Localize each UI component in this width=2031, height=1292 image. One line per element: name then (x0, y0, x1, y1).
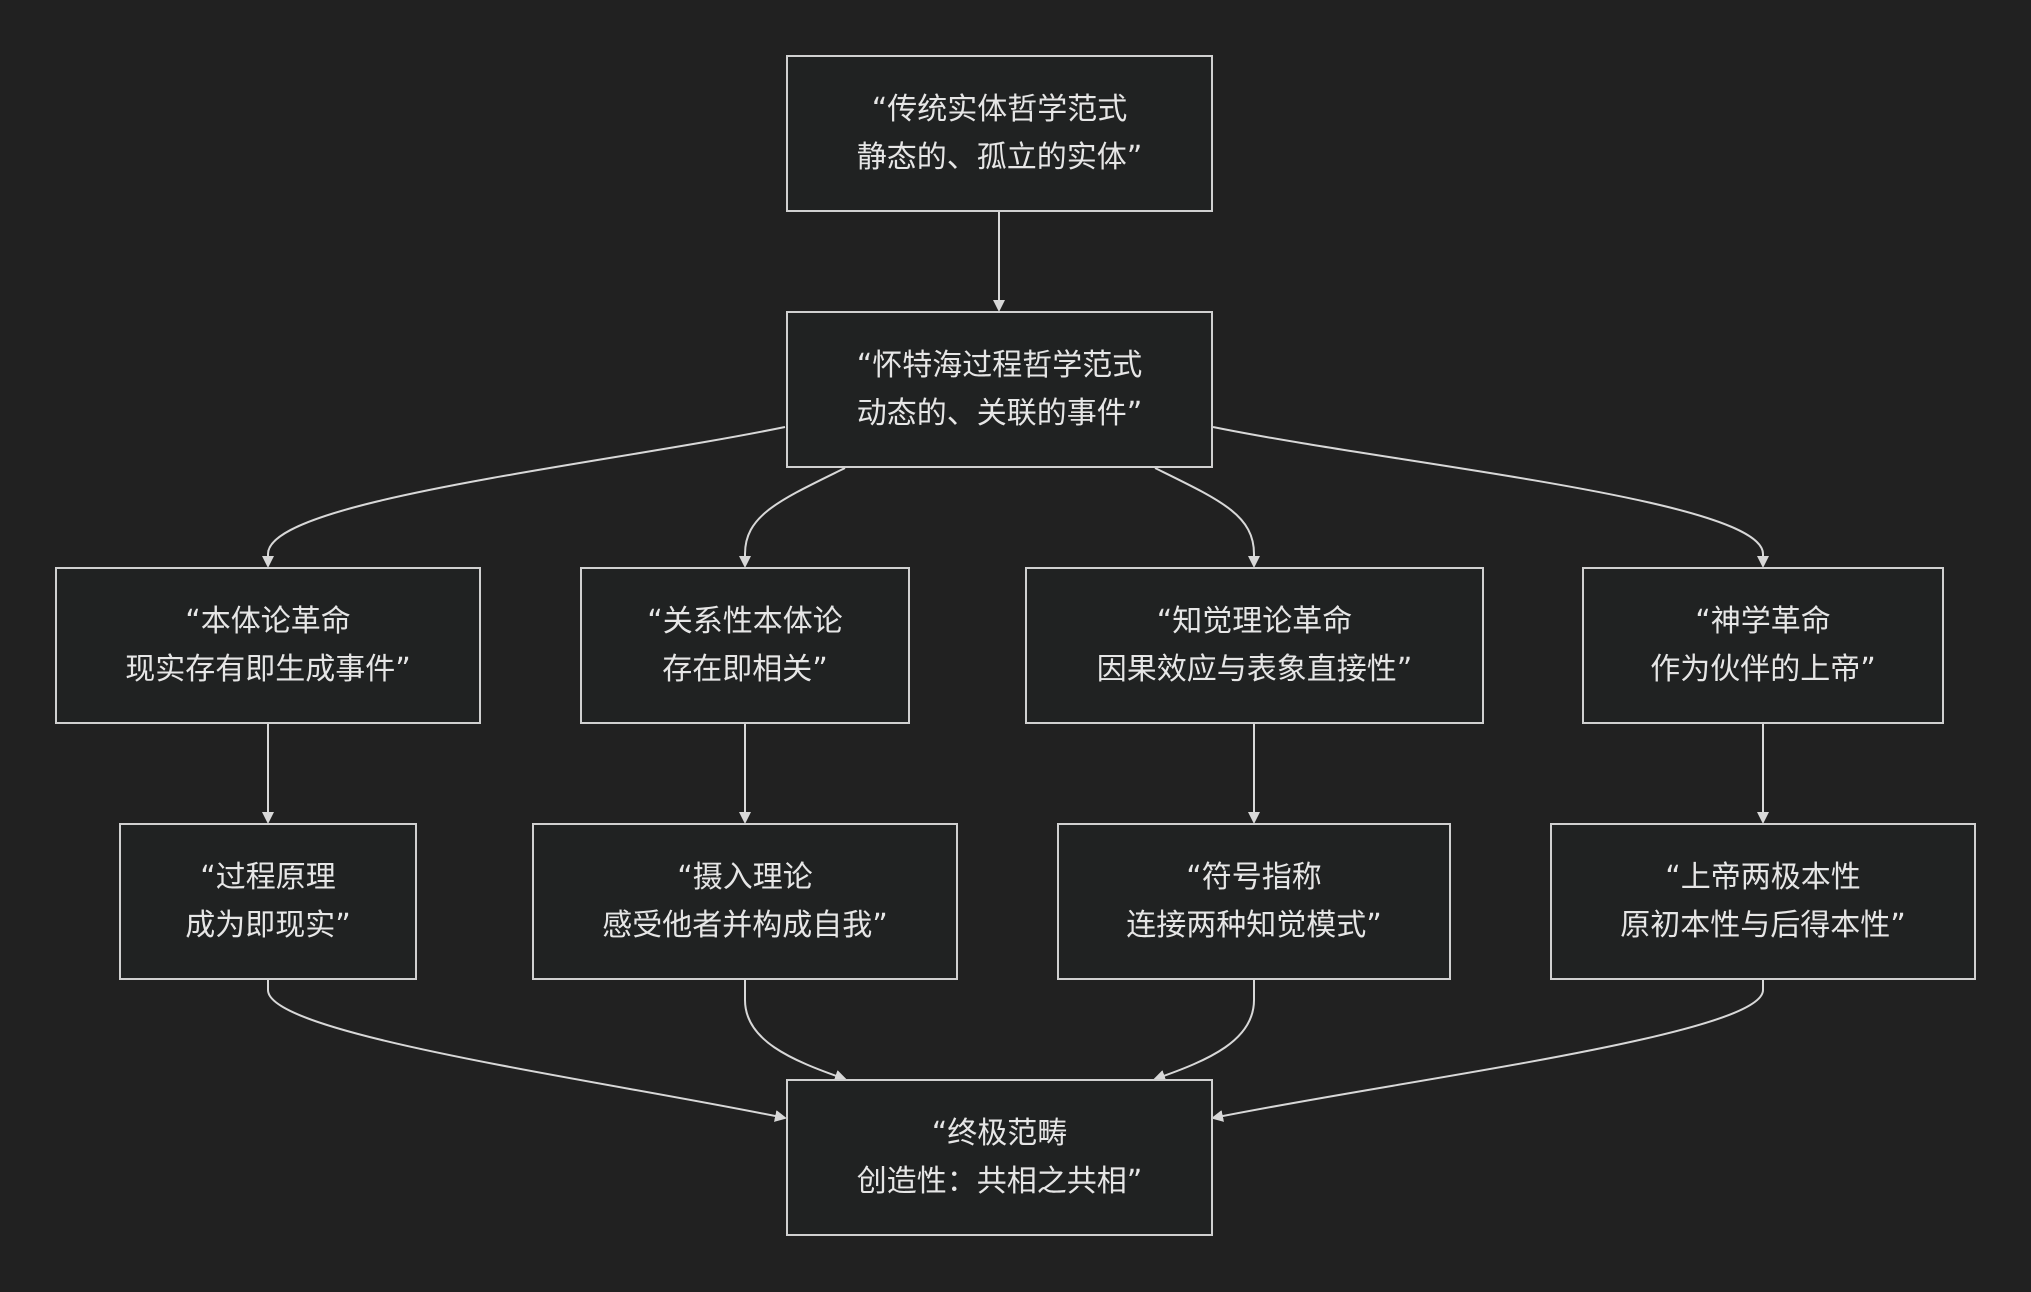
edge-whitehead-to-perception (1154, 467, 1260, 568)
node-ontology-line2: 现实存有即生成事件” (125, 651, 411, 687)
edge-whitehead-to-theology (1212, 426, 1769, 568)
node-whitehead-line2: 动态的、关联的事件” (856, 395, 1143, 431)
node-whitehead-paradigm: “怀特海过程哲学范式 动态的、关联的事件” (786, 311, 1213, 468)
node-perception-line2: 因果效应与表象直接性” (1096, 651, 1413, 687)
node-traditional-line1: “传统实体哲学范式 (871, 91, 1128, 127)
node-ultimate-category: “终极范畴 创造性：共相之共相” (786, 1079, 1213, 1236)
node-god-line2: 原初本性与后得本性” (1620, 907, 1906, 943)
node-traditional-paradigm: “传统实体哲学范式 静态的、孤立的实体” (786, 55, 1213, 212)
node-ultimate-line2: 创造性：共相之共相” (856, 1163, 1143, 1199)
node-perception-revolution: “知觉理论革命 因果效应与表象直接性” (1025, 567, 1484, 724)
node-perception-line1: “知觉理论革命 (1156, 603, 1353, 639)
edge-whitehead-to-ontology (262, 426, 786, 568)
node-relational-line1: “关系性本体论 (647, 603, 843, 639)
node-symbolic-reference: “符号指称 连接两种知觉模式” (1057, 823, 1451, 980)
node-process-principle: “过程原理 成为即现实” (119, 823, 417, 980)
edge-symbol-to-ultimate (1153, 980, 1255, 1082)
node-symbol-line2: 连接两种知觉模式” (1126, 907, 1382, 943)
node-ultimate-line1: “终极范畴 (931, 1115, 1068, 1151)
node-theology-revolution: “神学革命 作为伙伴的上帝” (1582, 567, 1944, 724)
node-whitehead-line1: “怀特海过程哲学范式 (856, 347, 1143, 383)
node-relational-ontology: “关系性本体论 存在即相关” (580, 567, 910, 724)
node-traditional-line2: 静态的、孤立的实体” (856, 139, 1143, 175)
node-prehension-theory: “摄入理论 感受他者并构成自我” (532, 823, 958, 980)
node-god-dipolar-nature: “上帝两极本性 原初本性与后得本性” (1550, 823, 1976, 980)
node-god-line1: “上帝两极本性 (1665, 859, 1861, 895)
edge-god-to-ultimate (1211, 980, 1764, 1122)
node-prehension-line2: 感受他者并构成自我” (602, 907, 888, 943)
node-process-line2: 成为即现实” (185, 907, 351, 943)
node-theology-line1: “神学革命 (1695, 603, 1831, 639)
edge-process-to-ultimate (267, 980, 787, 1122)
node-ontology-line1: “本体论革命 (185, 603, 351, 639)
node-symbol-line1: “符号指称 (1186, 859, 1322, 895)
node-prehension-line1: “摄入理论 (677, 859, 813, 895)
edge-prehension-to-ultimate (744, 980, 847, 1082)
node-ontology-revolution: “本体论革命 现实存有即生成事件” (55, 567, 481, 724)
node-process-line1: “过程原理 (200, 859, 336, 895)
node-theology-line2: 作为伙伴的上帝” (1650, 651, 1876, 687)
node-relational-line2: 存在即相关” (662, 651, 828, 687)
edge-whitehead-to-relational (739, 467, 846, 568)
